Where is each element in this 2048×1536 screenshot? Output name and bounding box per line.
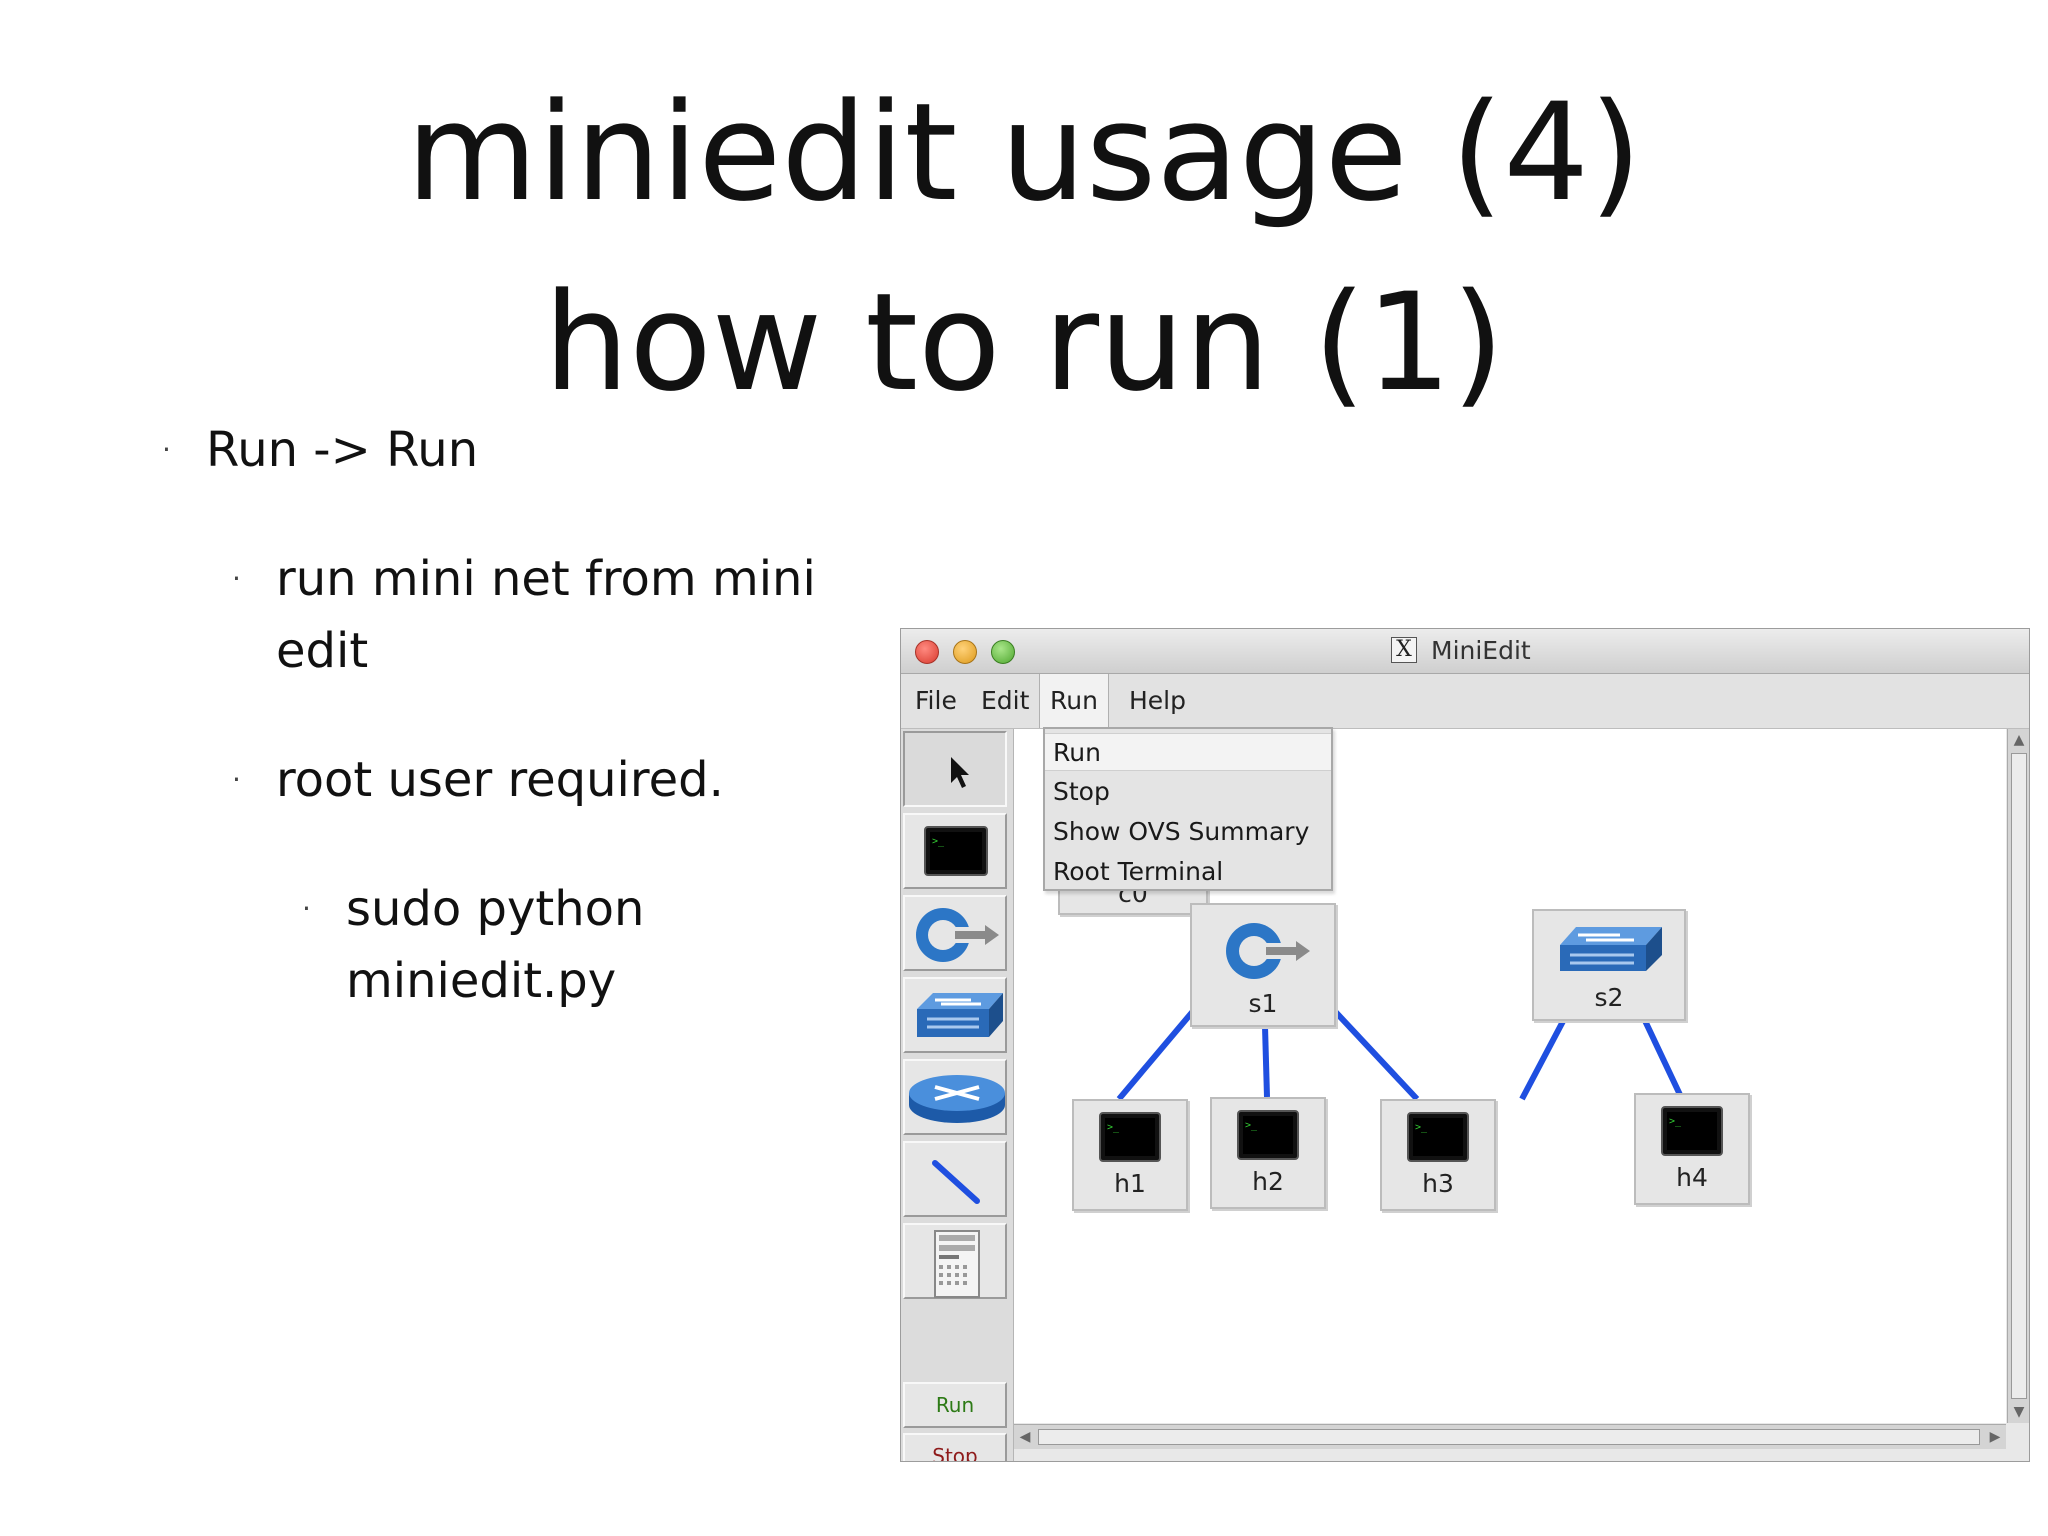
close-window-button[interactable]	[915, 640, 939, 664]
menu-run[interactable]: Run	[1039, 674, 1109, 728]
bullet-run-mininet-line1: run mini net from mini	[276, 551, 816, 607]
zoom-window-button[interactable]	[991, 640, 1015, 664]
controller-tool[interactable]	[903, 1223, 1007, 1299]
openflow-switch-icon	[916, 908, 999, 962]
menu-help[interactable]: Help	[1129, 686, 1186, 715]
node-h1[interactable]: >_ h1	[1072, 1099, 1188, 1211]
scroll-up-arrow-icon[interactable]: ▲	[2013, 732, 2025, 748]
bullet-dot: ·	[232, 562, 241, 595]
x11-icon: X	[1391, 637, 1417, 663]
node-label-s2: s2	[1594, 983, 1624, 1012]
menu-edit[interactable]: Edit	[981, 686, 1030, 715]
miniedit-window: X MiniEdit File Edit Run Help >_	[900, 628, 2030, 1462]
run-button[interactable]: Run	[903, 1382, 1007, 1428]
host-terminal-icon: >_	[1099, 1112, 1161, 1162]
bullet-sudo-line1: sudo python	[346, 881, 645, 937]
bullet-dot: ·	[162, 433, 171, 466]
horizontal-scrollbar[interactable]: ◀ ▶	[1014, 1424, 2006, 1449]
bullet-run-mininet-line2: edit	[276, 623, 369, 679]
run-menu-item-root-terminal[interactable]: Root Terminal	[1053, 857, 1224, 886]
bullet-dot: ·	[232, 763, 241, 796]
svg-text:>_: >_	[1415, 1122, 1428, 1133]
bullet-root-required: root user required.	[276, 752, 724, 808]
horizontal-scroll-thumb[interactable]	[1038, 1429, 1980, 1445]
host-terminal-icon: >_	[1407, 1112, 1469, 1162]
node-h4[interactable]: >_ h4	[1634, 1093, 1750, 1205]
openflow-switch-icon	[1226, 923, 1310, 979]
run-menu-item-run[interactable]: Run	[1045, 733, 1331, 771]
node-label-h3: h3	[1422, 1169, 1454, 1198]
vertical-scroll-thumb[interactable]	[2011, 753, 2027, 1399]
node-label-h2: h2	[1252, 1167, 1284, 1196]
run-menu-item-show-ovs-summary[interactable]: Show OVS Summary	[1053, 817, 1310, 846]
node-label-s1: s1	[1248, 989, 1278, 1018]
scroll-left-arrow-icon[interactable]: ◀	[1019, 1429, 1031, 1445]
select-arrow-icon	[951, 757, 969, 788]
openflow-switch-tool[interactable]	[903, 895, 1007, 971]
menubar: File Edit Run Help	[901, 674, 2029, 729]
scroll-down-arrow-icon[interactable]: ▼	[2013, 1404, 2025, 1420]
svg-text:>_: >_	[1669, 1116, 1682, 1127]
menu-file[interactable]: File	[915, 686, 957, 715]
bullet-dot: ·	[302, 892, 311, 925]
vertical-scrollbar[interactable]: ▲ ▼	[2007, 729, 2029, 1423]
select-tool[interactable]	[903, 731, 1007, 807]
node-h2[interactable]: >_ h2	[1210, 1097, 1326, 1209]
link-tool[interactable]	[903, 1141, 1007, 1217]
window-title: MiniEdit	[1431, 636, 1531, 665]
minimize-window-button[interactable]	[953, 640, 977, 664]
router-icon	[909, 1075, 1005, 1123]
node-label-h4: h4	[1676, 1163, 1708, 1192]
legacy-switch-icon	[1560, 927, 1662, 971]
controller-server-icon	[934, 1230, 980, 1298]
host-terminal-icon: >_	[1661, 1106, 1723, 1156]
link-line-icon	[932, 1160, 980, 1204]
node-s1[interactable]: s1	[1190, 903, 1336, 1027]
bullet-run-run: Run -> Run	[206, 422, 479, 478]
run-menu-dropdown: Run Stop Show OVS Summary Root Terminal	[1043, 727, 1333, 891]
node-s2[interactable]: s2	[1532, 909, 1686, 1021]
slide-title-line-2: how to run (1)	[543, 264, 1505, 421]
bullet-sudo-line2: miniedit.py	[346, 953, 617, 1009]
legacy-switch-icon	[917, 993, 1003, 1037]
run-menu-item-stop[interactable]: Stop	[1053, 777, 1110, 806]
svg-text:>_: >_	[1245, 1120, 1258, 1131]
scroll-right-arrow-icon[interactable]: ▶	[1989, 1429, 2001, 1445]
node-label-h1: h1	[1114, 1169, 1146, 1198]
host-terminal-icon: >_	[1237, 1110, 1299, 1160]
node-h3[interactable]: >_ h3	[1380, 1099, 1496, 1211]
legacy-switch-tool[interactable]	[903, 977, 1007, 1053]
svg-text:>_: >_	[1107, 1122, 1120, 1133]
host-terminal-icon: >_	[924, 826, 988, 876]
window-titlebar[interactable]: X MiniEdit	[901, 629, 2029, 674]
host-tool[interactable]: >_	[903, 813, 1007, 889]
stop-button[interactable]: Stop	[903, 1433, 1007, 1461]
svg-text:>_: >_	[932, 836, 945, 847]
slide-title-line-1: miniedit usage (4)	[406, 74, 1642, 231]
router-tool[interactable]	[903, 1059, 1007, 1135]
tool-palette: >_	[901, 729, 1014, 1461]
